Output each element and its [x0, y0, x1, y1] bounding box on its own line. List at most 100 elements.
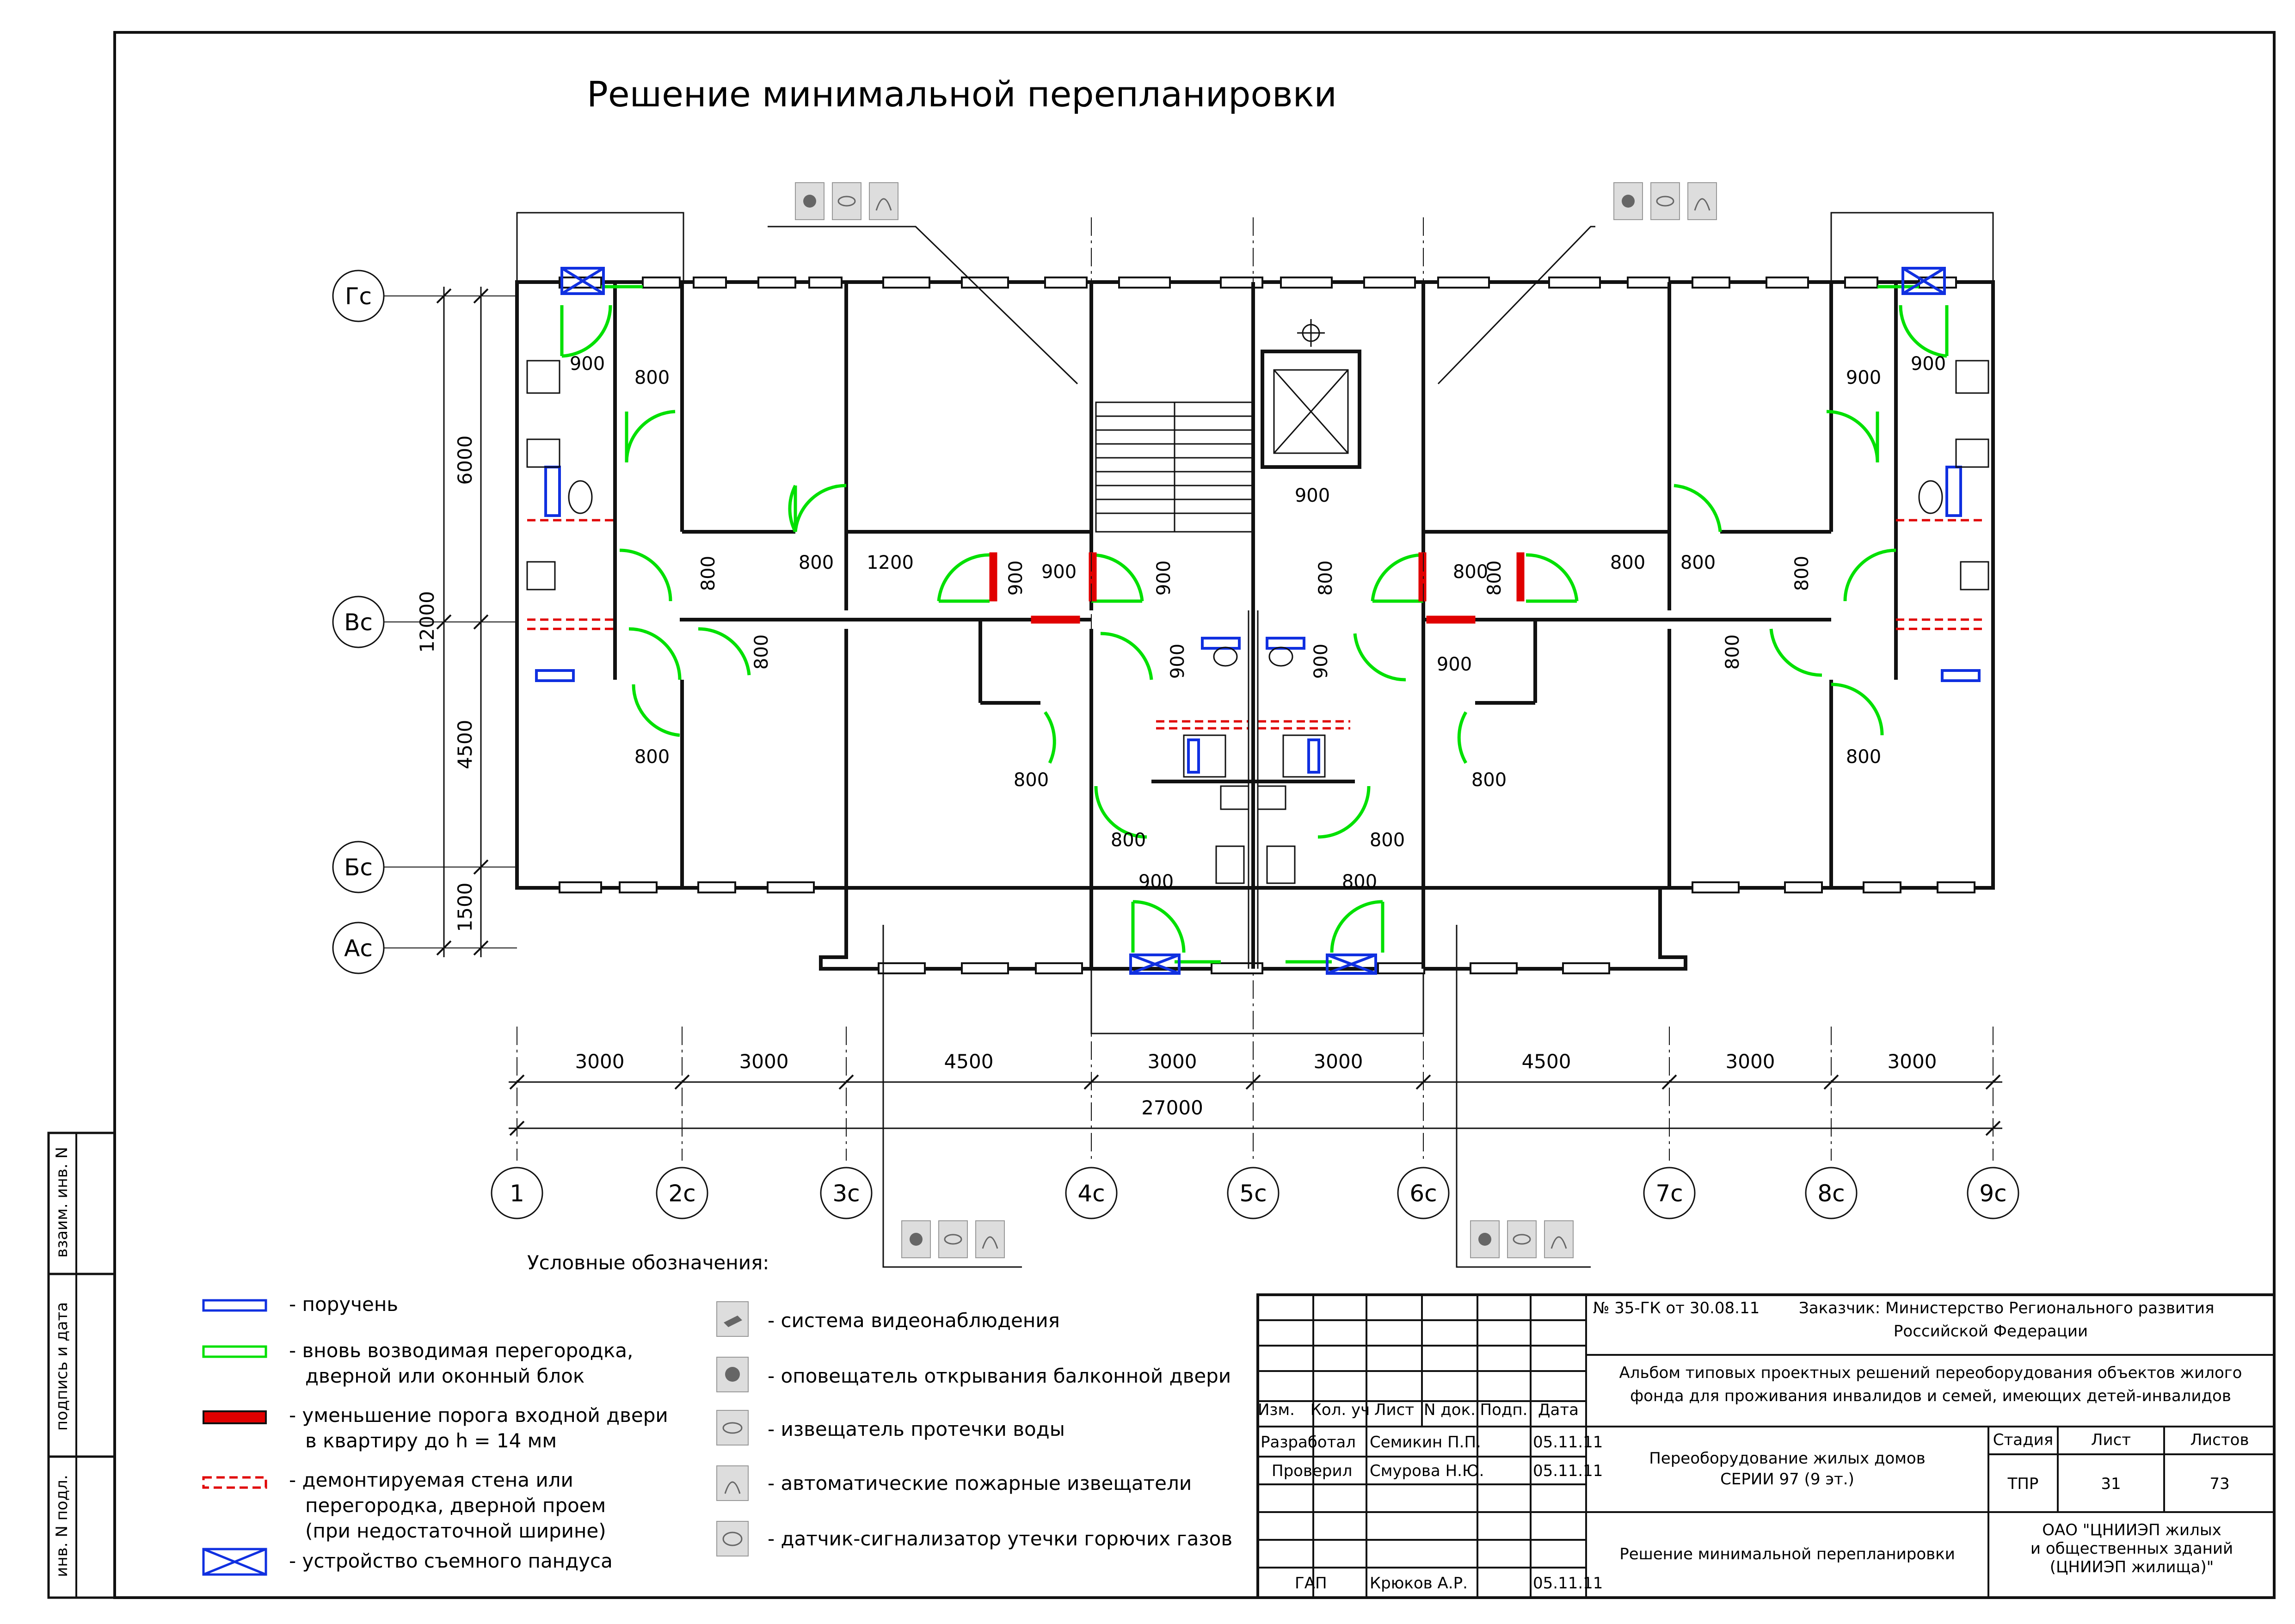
- legend: Условные обозначения: - поручень - вновь…: [202, 1251, 1232, 1576]
- bell-icon: [725, 1367, 740, 1382]
- fixtures: [526, 360, 1989, 969]
- axis-col-1: 1: [510, 1180, 524, 1207]
- camera-icon: [724, 1316, 742, 1327]
- sensor-group-1: [795, 182, 898, 220]
- tb-header-izm: Изм.: [1258, 1401, 1295, 1419]
- tb-object-2: СЕРИИ 97 (9 эт.): [1720, 1470, 1854, 1489]
- svg-text:800: 800: [634, 746, 670, 768]
- axis-col-8: 8с: [1817, 1180, 1845, 1207]
- tb-customer-2: Российской Федерации: [1894, 1322, 2088, 1341]
- dim-v-6000: 6000: [454, 436, 476, 485]
- svg-text:800: 800: [698, 556, 719, 591]
- tb-drawing-title: Решение минимальной перепланировки: [1619, 1545, 1955, 1563]
- tb-album-2: фонда для проживания инвалидов и семей, …: [1630, 1387, 2231, 1405]
- svg-text:800: 800: [1846, 746, 1881, 768]
- tb-header-doc: N док.: [1424, 1401, 1476, 1419]
- svg-text:800: 800: [1014, 769, 1049, 791]
- dim-h-5: 3000: [1314, 1050, 1363, 1073]
- legend-new-partition-1: - вновь возводимая перегородка,: [289, 1339, 633, 1362]
- svg-text:800: 800: [1484, 560, 1505, 596]
- legend-threshold-2: в квартиру до h = 14 мм: [305, 1429, 557, 1452]
- tb-sheets-header: Листов: [2190, 1431, 2249, 1449]
- title-block: Изм. Кол. уч Лист N док. Подп. Дата Разр…: [1256, 1293, 2276, 1599]
- sensor-group-2: [1613, 182, 1717, 220]
- ramp-markers: [560, 267, 1946, 975]
- svg-text:800: 800: [1471, 769, 1507, 791]
- water-leak-icon: [722, 1422, 743, 1434]
- dim-h-4: 3000: [1148, 1050, 1197, 1073]
- axis-col-4: 4с: [1077, 1180, 1105, 1207]
- tb-header-sign: Подп.: [1480, 1401, 1528, 1419]
- legend-demolish-2: перегородка, дверной проем: [305, 1494, 606, 1517]
- svg-text:900: 900: [570, 353, 605, 375]
- tb-header-kol: Кол. уч: [1311, 1401, 1370, 1419]
- tb-date-1: 05.11.11: [1533, 1433, 1603, 1452]
- svg-text:900: 900: [1041, 561, 1077, 583]
- tb-date-2: 05.11.11: [1533, 1462, 1603, 1480]
- tb-name-3: Крюков А.Р.: [1370, 1574, 1468, 1593]
- tb-date-3: 05.11.11: [1533, 1574, 1603, 1593]
- tb-org-2: и общественных зданий: [2030, 1539, 2233, 1558]
- door-dims: 900 800 800 800 1200 900 900 900 900 800…: [570, 353, 1946, 892]
- fire-detector-icon: [875, 198, 892, 211]
- svg-text:800: 800: [1610, 552, 1645, 573]
- svg-text:1200: 1200: [867, 552, 914, 573]
- stamp-row2: подпись и дата: [53, 1302, 71, 1431]
- dim-h-total: 27000: [1141, 1096, 1203, 1119]
- axis-col-5: 5с: [1239, 1180, 1267, 1207]
- axis-col-3: 3с: [832, 1180, 860, 1207]
- stamp-row1: взаим. инв. N: [53, 1147, 71, 1258]
- dim-h-8: 3000: [1888, 1050, 1937, 1073]
- tb-org-3: (ЦНИИЭП жилища)": [2050, 1558, 2214, 1576]
- page-title: Решение минимальной перепланировки: [587, 74, 1337, 115]
- tb-role-3: ГАП: [1295, 1574, 1327, 1593]
- axis-col-9: 9с: [1979, 1180, 2006, 1207]
- svg-text:900: 900: [1911, 353, 1946, 375]
- legend-handrail: - поручень: [289, 1293, 398, 1316]
- legend-camera: - система видеонаблюдения: [768, 1309, 1060, 1332]
- svg-text:800: 800: [1794, 353, 1829, 375]
- legend-ramp: - устройство съемного пандуса: [289, 1550, 613, 1572]
- demolished-walls: [527, 519, 1984, 730]
- svg-text:800: 800: [1791, 556, 1813, 591]
- svg-text:900: 900: [1005, 560, 1027, 596]
- svg-text:800: 800: [1722, 634, 1743, 670]
- svg-text:800: 800: [1680, 552, 1716, 573]
- legend-demolish-3: (при недостаточной ширине): [305, 1519, 606, 1542]
- tb-name-1: Семикин П.П.: [1370, 1433, 1481, 1452]
- tb-name-2: Смурова Н.Ю.: [1370, 1462, 1484, 1480]
- floor-plan: [515, 182, 1995, 1268]
- legend-heading: Условные обозначения:: [527, 1251, 769, 1274]
- dim-v-4500: 4500: [454, 720, 476, 769]
- axis-row-G: Гс: [345, 283, 372, 310]
- gas-sensor-icon: [722, 1532, 743, 1546]
- svg-text:900: 900: [1846, 367, 1881, 388]
- sheet-frame: [113, 31, 2276, 1599]
- sensor-group-3: [901, 1220, 1005, 1258]
- svg-text:900: 900: [1167, 644, 1188, 679]
- water-leak-icon: [837, 196, 856, 207]
- dim-h-2: 3000: [739, 1050, 789, 1073]
- svg-text:800: 800: [1342, 871, 1377, 892]
- new-partitions: [560, 285, 1949, 964]
- side-stamp: взаим. инв. N подпись и дата инв. N подл…: [47, 1132, 116, 1599]
- tb-header-list: Лист: [1374, 1401, 1414, 1419]
- legend-water: - извещатель протечки воды: [768, 1418, 1065, 1440]
- tb-stage: ТПР: [2007, 1475, 2039, 1493]
- legend-bell: - оповещатель открывания балконной двери: [768, 1365, 1231, 1387]
- axis-col-7: 7с: [1655, 1180, 1683, 1207]
- axis-row-V: Вс: [344, 609, 373, 636]
- tb-doc-no: № 35-ГК от 30.08.11: [1593, 1299, 1760, 1317]
- axis-row-B: Бс: [344, 854, 373, 881]
- staircase: [1095, 401, 1254, 533]
- legend-gas: - датчик-сигнализатор утечки горючих газ…: [768, 1527, 1232, 1550]
- bell-icon: [803, 195, 816, 208]
- dim-v-1500: 1500: [454, 883, 476, 932]
- svg-text:800: 800: [1370, 830, 1405, 851]
- svg-text:800: 800: [799, 552, 834, 573]
- tb-customer-1: Заказчик: Министерство Регионального раз…: [1799, 1299, 2214, 1317]
- svg-text:800: 800: [634, 367, 670, 388]
- legend-threshold-1: - уменьшение порога входной двери: [289, 1404, 668, 1427]
- axis-row-A: Ас: [344, 935, 373, 962]
